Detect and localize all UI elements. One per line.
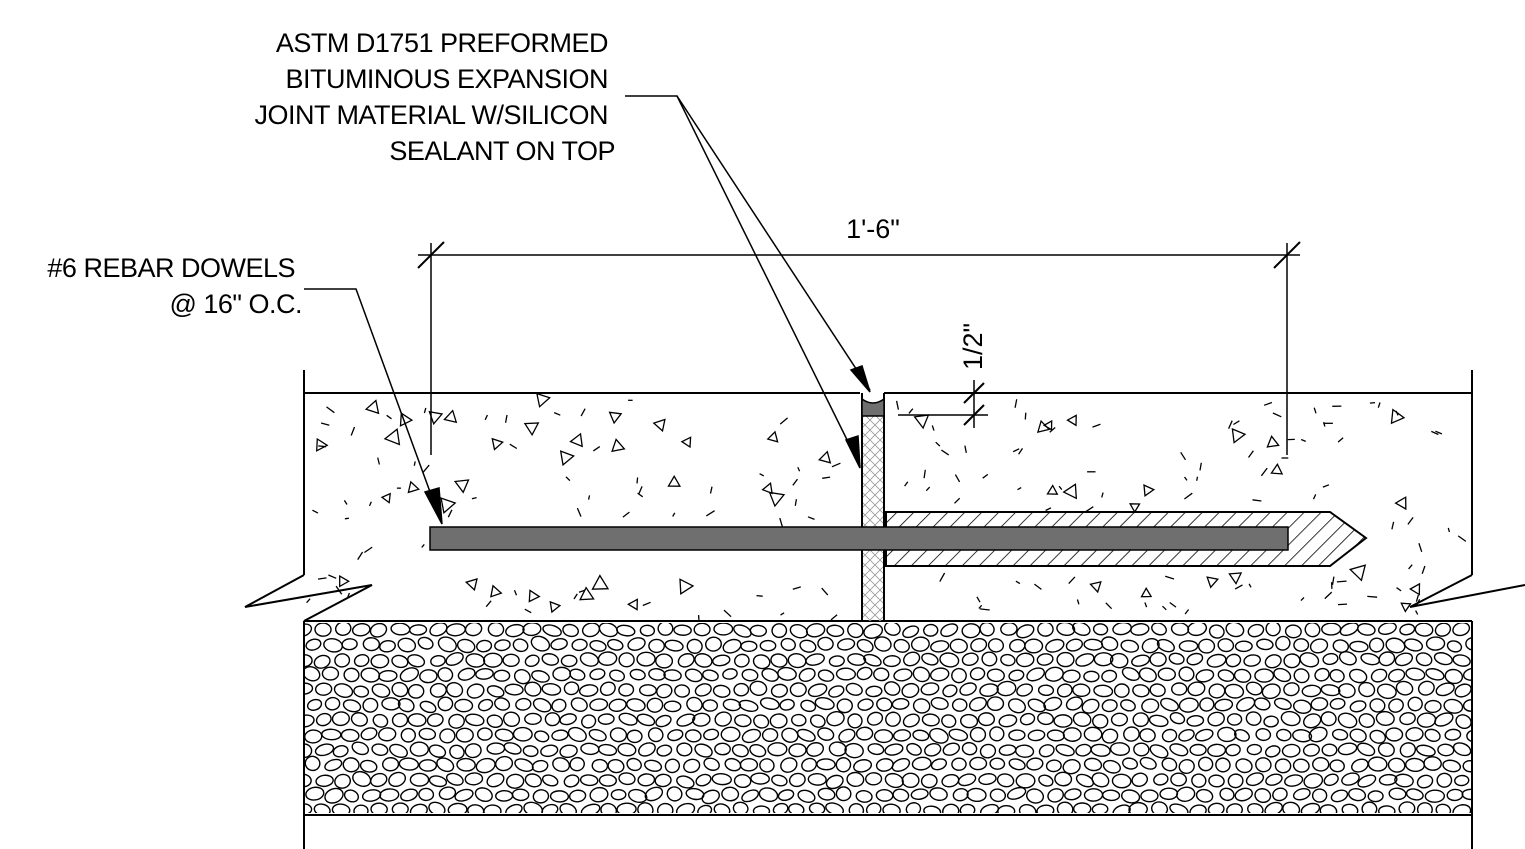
dimension-joint-width (898, 380, 988, 428)
dimension-joint-width-text: 1/2" (958, 323, 988, 370)
callout-joint-material: ASTM D1751 PREFORMED BITUMINOUS EXPANSIO… (254, 28, 871, 469)
callout-dowels: #6 REBAR DOWELS @ 16" O.C. (47, 253, 443, 525)
concrete-slab (303, 370, 1473, 621)
callout-joint-line-4: SEALANT ON TOP (389, 136, 615, 166)
callout-dowels-line-2: @ 16" O.C. (169, 289, 302, 319)
gravel-base (303, 620, 1473, 849)
callout-joint-line-3: JOINT MATERIAL W/SILICON (254, 100, 608, 130)
callout-joint-line-2: BITUMINOUS EXPANSION (285, 64, 608, 94)
break-line-right (1409, 574, 1525, 608)
callout-dowels-line-1: #6 REBAR DOWELS (47, 253, 295, 283)
rebar-dowel (429, 526, 1289, 551)
svg-text:ASTM D1751 PREFORMED BIT: ASTM D1751 PREFORMED BITUMINOUS EXPANSIO… (254, 28, 615, 166)
break-line-left (244, 574, 373, 622)
leader-joint-material (625, 95, 871, 469)
expansion-joint (861, 393, 885, 621)
silicone-sealant (861, 397, 885, 417)
leader-dowels (304, 288, 443, 525)
dimension-dowel-length-text: 1'-6" (846, 214, 900, 244)
callout-joint-line-1: ASTM D1751 PREFORMED (276, 28, 608, 58)
dimension-dowel-length (417, 241, 1301, 455)
svg-text:#6 REBAR DOWELS @ 16" O.: #6 REBAR DOWELS @ 16" O.C. (47, 253, 302, 319)
